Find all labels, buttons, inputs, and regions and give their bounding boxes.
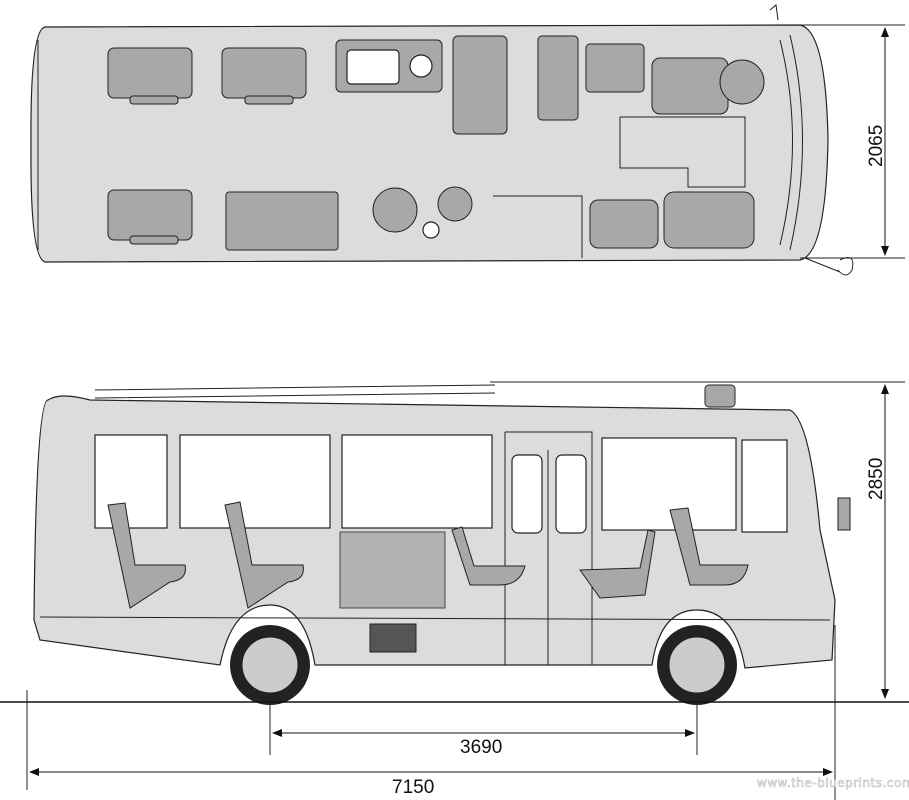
watermark: www.the-blueprints.com [757,776,909,790]
height-dimension-label: 2850 [866,458,887,500]
door-window [511,454,543,534]
seat [107,189,193,245]
length-dimension-label: 7150 [392,777,434,798]
dimension-lines [0,24,909,800]
wheelbase-dimension-label: 3690 [460,737,502,758]
window [341,434,493,529]
window [179,434,331,529]
rear-wheel [230,625,310,705]
seat [107,47,193,105]
front-wheel [657,625,737,705]
driver-seat [651,57,729,115]
width-dimension-label: 2065 [866,125,887,167]
window [94,434,168,529]
seat [221,47,307,105]
door-window [555,454,587,534]
top-view [30,4,854,276]
cabinet [537,35,579,121]
window [601,437,737,531]
vent-grille [369,623,417,653]
table [225,191,339,251]
side-view [33,384,851,705]
bed [452,35,508,135]
steering-wheel-icon [719,59,765,105]
